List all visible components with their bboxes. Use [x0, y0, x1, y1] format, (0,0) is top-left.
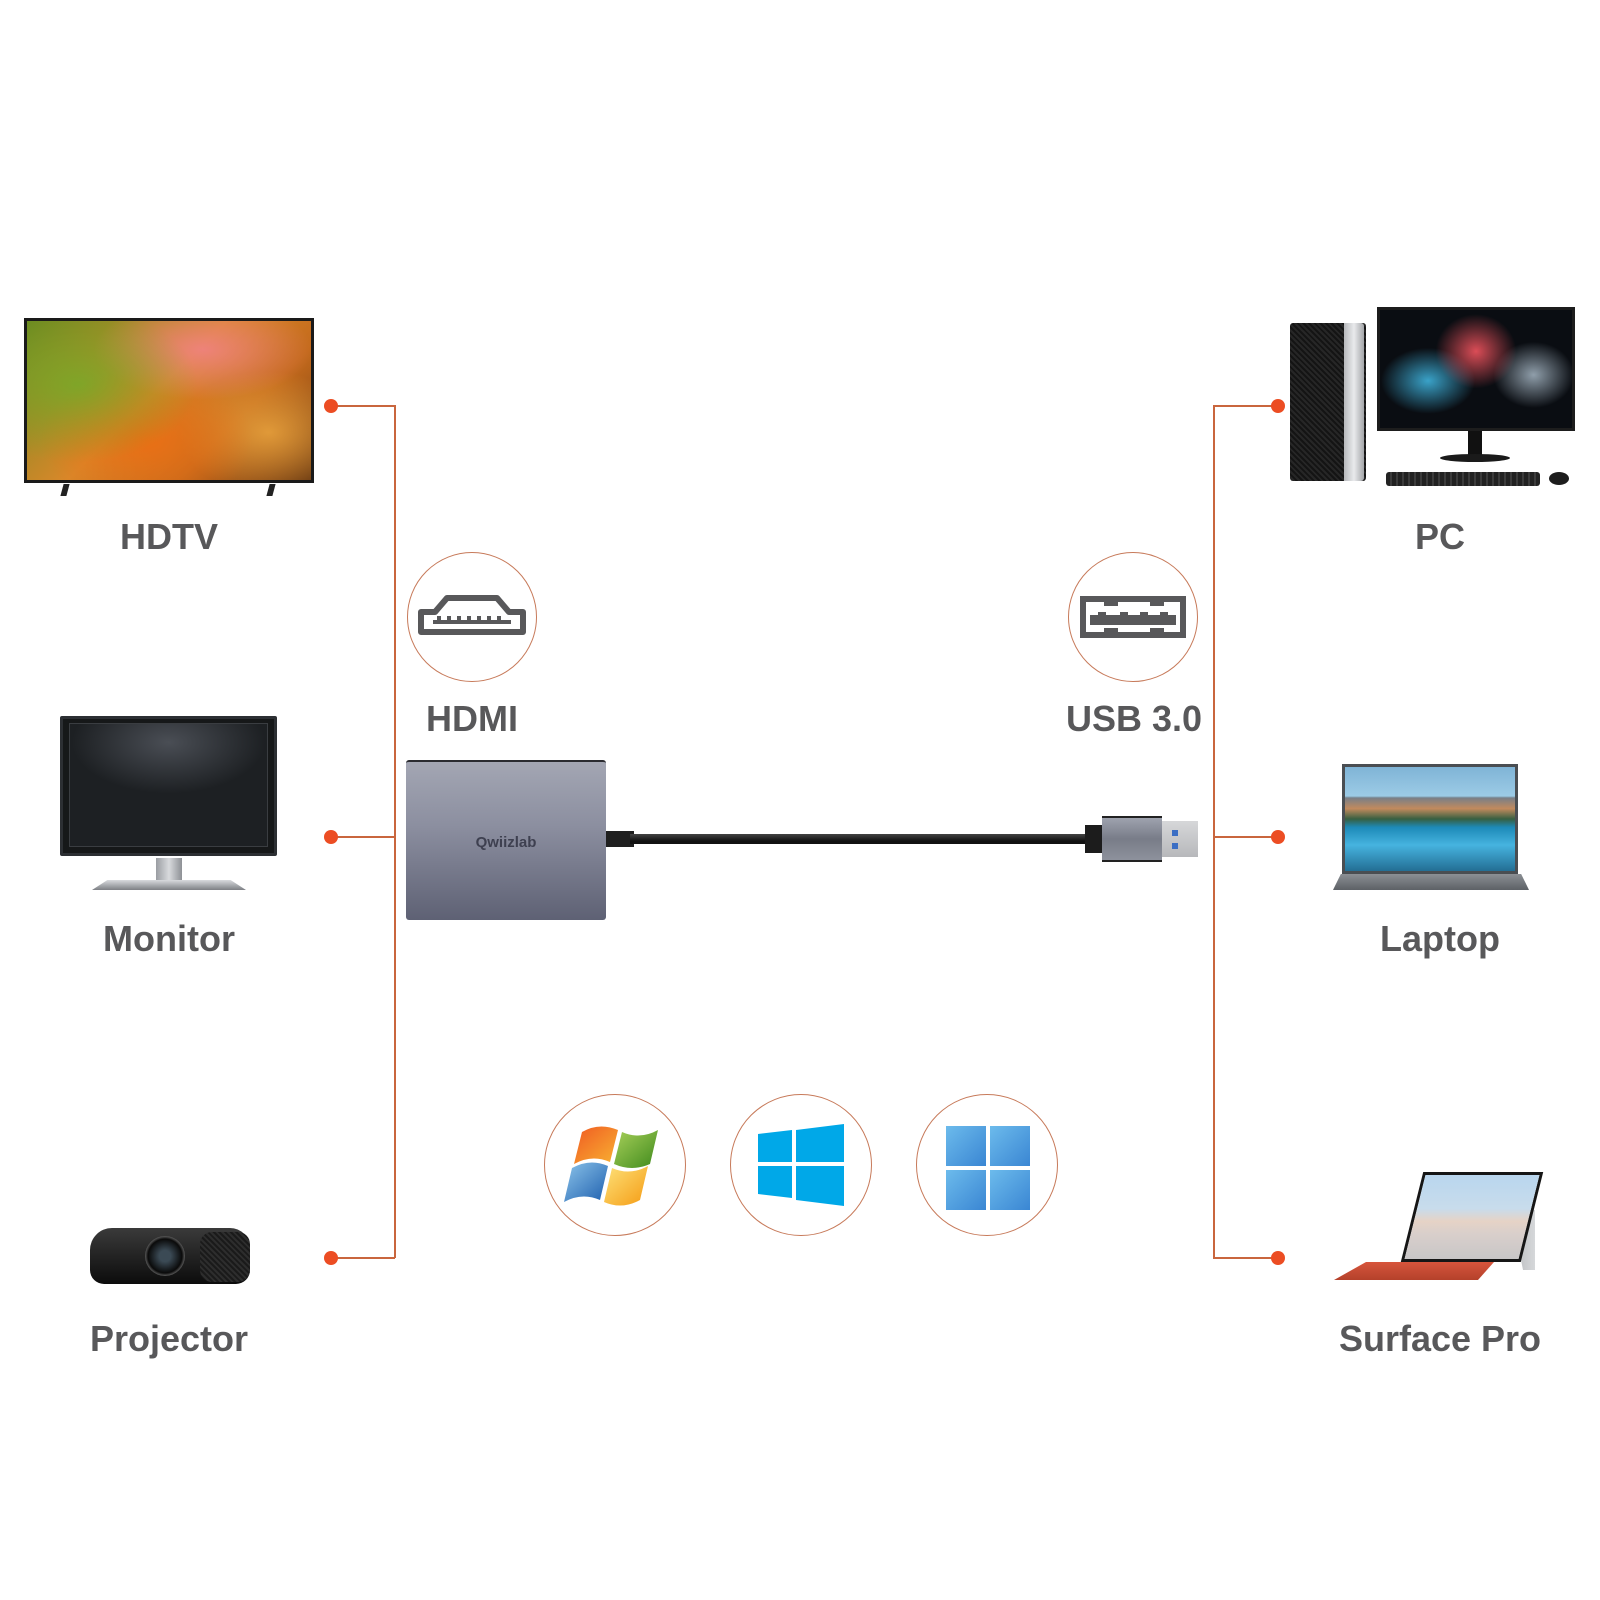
monitor-stand-base [92, 880, 246, 890]
laptop-label: Laptop [1380, 918, 1500, 959]
hdtv-foot-left [60, 484, 70, 496]
pc-branch-line [1213, 405, 1277, 407]
mouse-icon [1549, 472, 1569, 485]
hdmi-label: HDMI [426, 698, 518, 739]
surface-pro-label: Surface Pro [1338, 1318, 1542, 1359]
projector-branch-line [330, 1257, 395, 1259]
windows-10-logo-icon [757, 1123, 844, 1206]
surface-branch-line [1213, 1257, 1277, 1259]
monitor-stand-neck [156, 858, 182, 884]
os-badge-windows-11 [916, 1094, 1058, 1236]
surface-type-cover [1334, 1262, 1494, 1280]
keyboard-icon [1386, 472, 1540, 486]
projector-label: Projector [89, 1318, 249, 1359]
adapter-brand-logo: Qwiizlab [475, 834, 537, 851]
usb-port-ring [1068, 552, 1198, 682]
hdtv-icon [24, 318, 314, 483]
pc-monitor [1377, 307, 1575, 431]
pc-monitor-base [1440, 454, 1510, 462]
surface-connector-dot [1271, 1251, 1285, 1265]
left-vertical-line [394, 405, 396, 1258]
adapter-body: Qwiizlab [406, 760, 606, 920]
windows-7-logo-icon [563, 1125, 658, 1206]
usb-a-plug-icon [1162, 821, 1198, 857]
cable-strain-relief [606, 831, 634, 847]
monitor-icon [60, 716, 277, 856]
usb-plug-sleeve [1085, 825, 1105, 853]
monitor-connector-dot [324, 830, 338, 844]
hdtv-label: HDTV [120, 516, 218, 557]
hdmi-port-ring [407, 552, 537, 682]
usb-plug-pin [1172, 843, 1178, 849]
right-vertical-line [1213, 405, 1215, 1258]
usb-plug-housing [1102, 816, 1162, 862]
monitor-branch-line [330, 836, 395, 838]
usb-a-port-icon [1079, 595, 1186, 638]
windows-11-logo-icon [945, 1125, 1030, 1210]
pc-monitor-neck [1468, 431, 1482, 457]
projector-lens [145, 1236, 185, 1276]
hdtv-connector-dot [324, 399, 338, 413]
os-badge-windows-10 [730, 1094, 872, 1236]
usb-plug-pin [1172, 830, 1178, 836]
laptop-connector-dot [1271, 830, 1285, 844]
adapter-cable [630, 834, 1090, 844]
laptop-branch-line [1213, 836, 1277, 838]
os-badge-windows-7 [544, 1094, 686, 1236]
pc-connector-dot [1271, 399, 1285, 413]
laptop-base [1333, 874, 1529, 890]
pc-label: PC [1414, 516, 1465, 557]
hdtv-branch-line [330, 405, 395, 407]
surface-pro-icon [1400, 1172, 1544, 1262]
usb-label: USB 3.0 [1065, 698, 1203, 739]
laptop-icon [1342, 764, 1518, 874]
hdmi-port-icon [417, 594, 526, 635]
projector-grill [200, 1232, 250, 1282]
monitor-label: Monitor [103, 918, 235, 959]
projector-connector-dot [324, 1251, 338, 1265]
hdtv-foot-right [266, 484, 276, 496]
pc-tower-front-panel [1344, 323, 1364, 481]
